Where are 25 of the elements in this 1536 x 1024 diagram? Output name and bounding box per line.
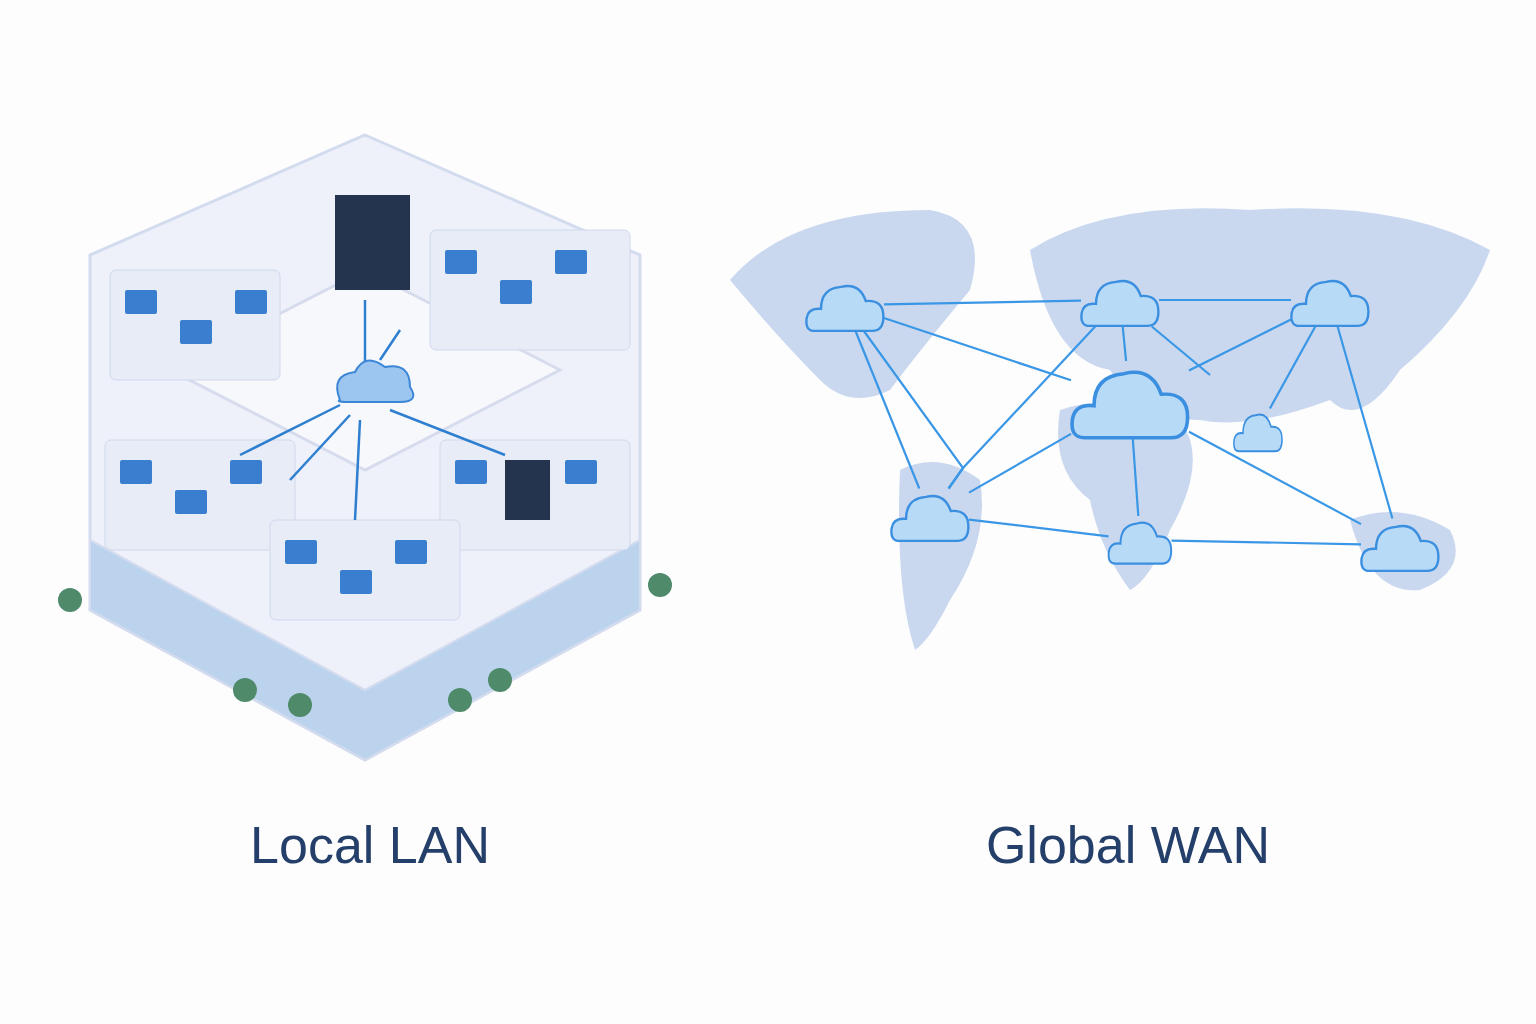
connector-line	[1188, 430, 1362, 526]
connector-line	[1268, 325, 1317, 410]
cloud-icon	[1107, 521, 1173, 565]
cloud-icon	[890, 494, 970, 543]
connector-line	[1151, 325, 1211, 376]
cloud-icon	[1070, 370, 1190, 440]
connector-line	[1131, 438, 1140, 517]
connector-line	[1188, 318, 1292, 372]
cloud-icon	[1360, 524, 1440, 573]
connector-line	[854, 331, 921, 489]
cloud-icon	[1080, 279, 1160, 328]
connector-line	[968, 518, 1109, 538]
section-title: Local LAN	[250, 815, 490, 875]
section-title: Global WAN	[985, 815, 1271, 875]
connector-line	[1171, 539, 1362, 546]
connector-line	[1121, 326, 1128, 362]
connector-line	[1159, 298, 1291, 302]
connector-line	[968, 432, 1072, 494]
cloud-icon	[1290, 279, 1370, 328]
cloud-icon	[1233, 413, 1283, 453]
connector-line	[883, 316, 1072, 382]
cloud-icon	[805, 284, 885, 333]
connector-line	[884, 299, 1081, 306]
connector-line	[1336, 326, 1394, 519]
connector-line	[947, 325, 1096, 490]
